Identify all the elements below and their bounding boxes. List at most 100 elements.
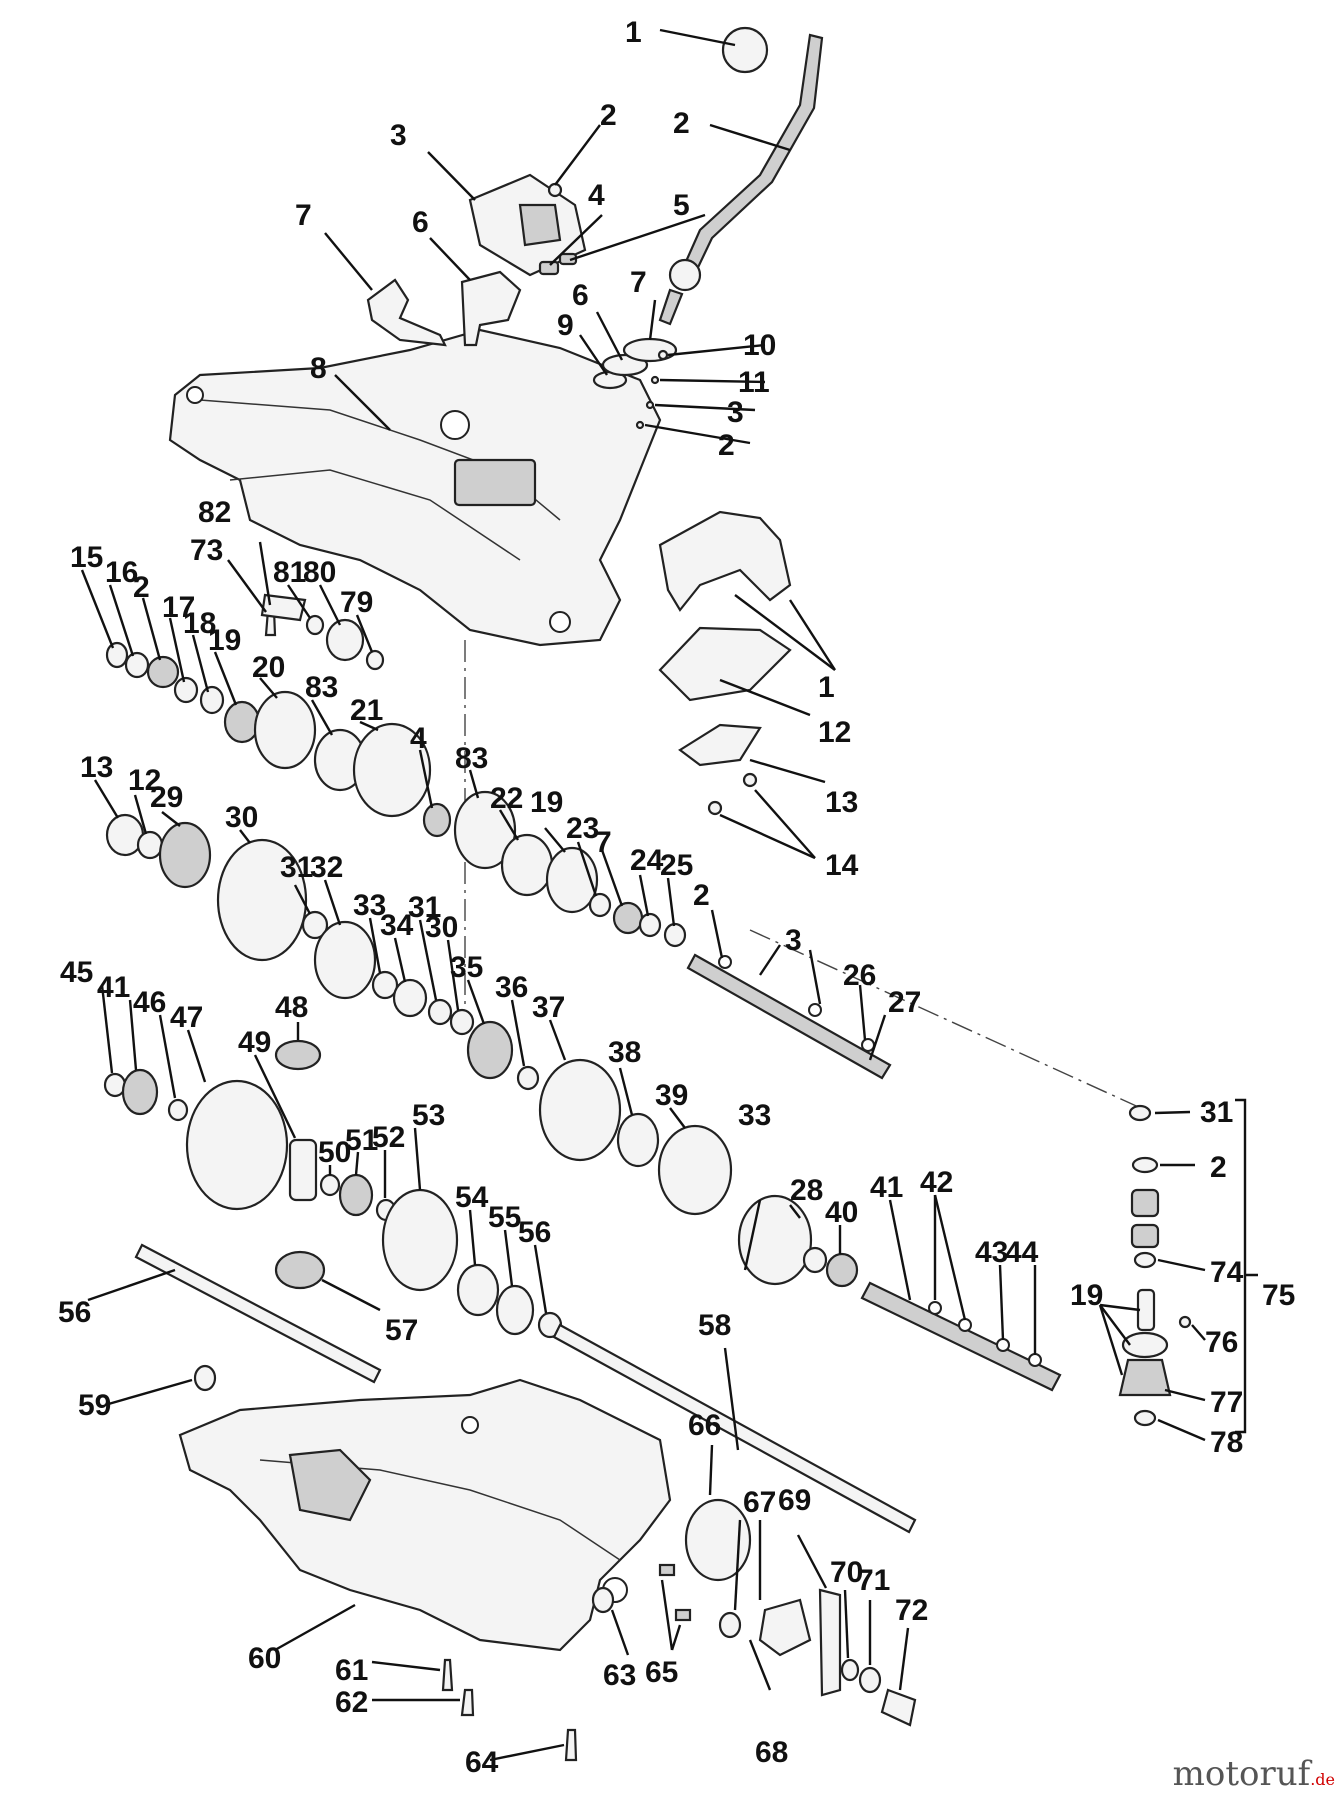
- label-11: 23: [566, 812, 599, 845]
- screw-79a: [742, 772, 758, 788]
- shift-lever: [658, 26, 824, 326]
- upper-housing: [168, 328, 662, 647]
- label-30: 41: [97, 971, 130, 1004]
- label-3b: 7: [595, 826, 612, 859]
- label-22: 35: [450, 951, 483, 984]
- label-37: 54: [455, 1181, 489, 1214]
- callout-labels: 1 2 3 2 4 5 6 7 8 9 6 7 10 11 3 2 1 12 1…: [58, 16, 1295, 1779]
- label-51: 70: [830, 1556, 863, 1589]
- label-77: 77: [1210, 1386, 1243, 1419]
- label-19: 31: [280, 851, 313, 884]
- ball-72: [645, 400, 655, 410]
- detent-64: [538, 260, 560, 276]
- label-18: 30: [225, 801, 258, 834]
- label-4: 18: [183, 607, 216, 640]
- label-83b: 30: [425, 911, 458, 944]
- label-20: 32: [310, 851, 343, 884]
- label-81: 12: [818, 716, 851, 749]
- leader-lines: [80, 28, 1206, 1762]
- ball-71: [650, 375, 660, 385]
- lower-housing: [178, 1378, 672, 1652]
- label-61: 3: [390, 119, 407, 152]
- label-2e: 28: [790, 1174, 823, 1207]
- label-12: 2: [693, 879, 710, 912]
- middle-gear-row: [105, 813, 733, 1216]
- upper-gear-row: [105, 641, 892, 1080]
- label-35: 52: [372, 1121, 405, 1154]
- label-62: 2: [600, 99, 617, 132]
- label-80: 13: [825, 786, 858, 819]
- label-2c: 24: [630, 844, 664, 877]
- label-26: 41: [870, 1171, 903, 1204]
- label-55: 82: [198, 496, 231, 529]
- label-3c: 40: [825, 1196, 858, 1229]
- washer-52: [858, 1666, 882, 1694]
- label-5: 19: [208, 624, 241, 657]
- brand-name: motoruf: [1172, 1754, 1311, 1794]
- label-41: 59: [78, 1389, 111, 1422]
- label-58: 8: [310, 352, 327, 385]
- gear-57: [325, 618, 365, 662]
- label-7b: 22: [490, 782, 523, 815]
- label-31: 46: [133, 986, 166, 1019]
- label-63: 5: [673, 189, 690, 222]
- label-12b: 44: [1005, 1236, 1039, 1269]
- cover-plate: [468, 173, 587, 277]
- screw-43: [441, 1658, 454, 1692]
- bolt-53: [880, 1688, 917, 1727]
- label-6: 20: [252, 651, 285, 684]
- label-56b: 79: [340, 586, 373, 619]
- ball-70: [657, 349, 669, 361]
- key-46a: [658, 1563, 676, 1577]
- label-7: 83: [305, 671, 338, 704]
- plate-82: [658, 510, 792, 612]
- label-33: 48: [275, 991, 308, 1024]
- label-78: 78: [1210, 1426, 1243, 1459]
- label-36: 53: [412, 1099, 445, 1132]
- label-17: 29: [150, 781, 183, 814]
- label-53: 72: [895, 1594, 928, 1627]
- label-44: 62: [335, 1686, 368, 1719]
- label-59: 7: [295, 199, 312, 232]
- label-3: 2: [133, 571, 150, 604]
- washer-56b: [365, 649, 385, 671]
- label-34: 49: [238, 1026, 271, 1059]
- screw-45: [564, 1728, 578, 1762]
- screw-44: [460, 1688, 475, 1717]
- label-19b: 36: [495, 971, 528, 1004]
- label-15: 27: [888, 986, 921, 1019]
- shift-link: [366, 278, 447, 347]
- screw-79b: [707, 800, 723, 816]
- label-67: 7: [630, 266, 647, 299]
- label-1: 15: [70, 541, 103, 574]
- label-7c: 38: [608, 1036, 641, 1069]
- plate-80: [678, 723, 762, 767]
- label-14: 26: [843, 959, 876, 992]
- washer-41a: [193, 1364, 217, 1392]
- label-41b: 63: [603, 1659, 636, 1692]
- label-76: 76: [1205, 1326, 1238, 1359]
- label-42: 60: [248, 1642, 281, 1675]
- label-33b: 57: [385, 1314, 418, 1347]
- label-60: 6: [412, 206, 429, 239]
- label-21: 34: [380, 909, 414, 942]
- label-2: 16: [105, 556, 138, 589]
- label-13: 3: [785, 924, 802, 957]
- lever-50: [818, 1588, 842, 1697]
- label-29: 45: [60, 956, 93, 989]
- brake-disc-47: [684, 1498, 752, 1582]
- label-69: 2: [673, 107, 690, 140]
- label-57: 80: [303, 556, 336, 589]
- label-45: 64: [465, 1746, 499, 1779]
- label-65: 9: [557, 309, 574, 342]
- label-56: 81: [273, 556, 306, 589]
- label-71: 11: [738, 366, 770, 399]
- watermark-logo: motoruf.de: [1173, 1754, 1335, 1794]
- label-75: 75: [1262, 1279, 1295, 1312]
- pinion-centerline: [749, 929, 1146, 1111]
- label-43: 61: [335, 1654, 368, 1687]
- label-2b: 17: [162, 591, 195, 624]
- label-46: 65: [645, 1656, 678, 1689]
- label-48: 67: [743, 1486, 776, 1519]
